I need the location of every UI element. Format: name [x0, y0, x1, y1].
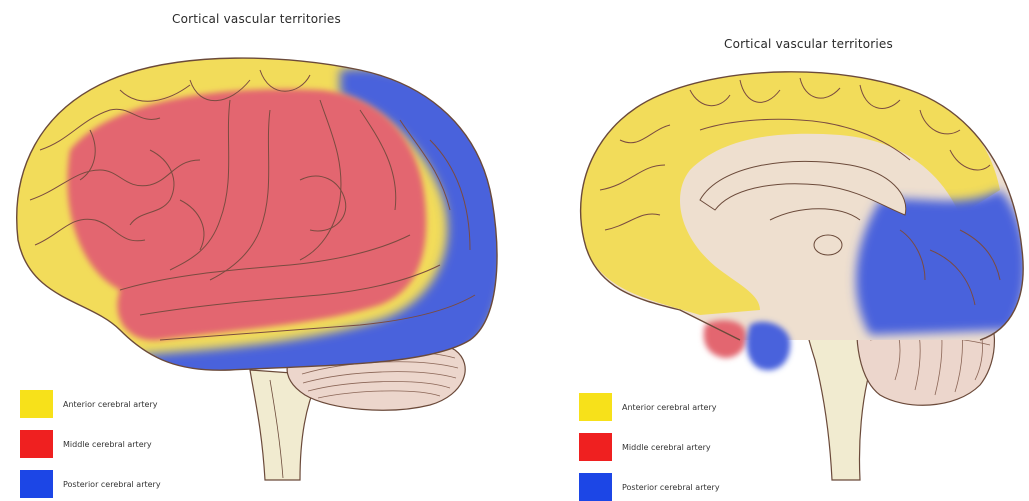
legend-swatch-middle: [579, 433, 612, 461]
legend-item-posterior: Posterior cerebral artery: [20, 470, 161, 498]
legend-swatch-anterior: [579, 393, 612, 421]
legend-swatch-middle: [20, 430, 53, 458]
left-panel-title: Cortical vascular territories: [172, 12, 341, 26]
legend-item-posterior: Posterior cerebral artery: [579, 473, 720, 501]
legend-label-middle: Middle cerebral artery: [622, 443, 711, 452]
legend-label-anterior: Anterior cerebral artery: [63, 400, 158, 409]
legend-label-anterior: Anterior cerebral artery: [622, 403, 717, 412]
legend-swatch-anterior: [20, 390, 53, 418]
right-panel-title: Cortical vascular territories: [724, 37, 893, 51]
medial-middle-region: [704, 320, 747, 358]
legend-swatch-posterior: [20, 470, 53, 498]
legend-item-anterior: Anterior cerebral artery: [579, 393, 717, 421]
legend-label-posterior: Posterior cerebral artery: [63, 480, 161, 489]
legend-item-middle: Middle cerebral artery: [20, 430, 152, 458]
legend-item-anterior: Anterior cerebral artery: [20, 390, 158, 418]
legend-item-middle: Middle cerebral artery: [579, 433, 711, 461]
legend-label-middle: Middle cerebral artery: [63, 440, 152, 449]
legend-label-posterior: Posterior cerebral artery: [622, 483, 720, 492]
legend-swatch-posterior: [579, 473, 612, 501]
